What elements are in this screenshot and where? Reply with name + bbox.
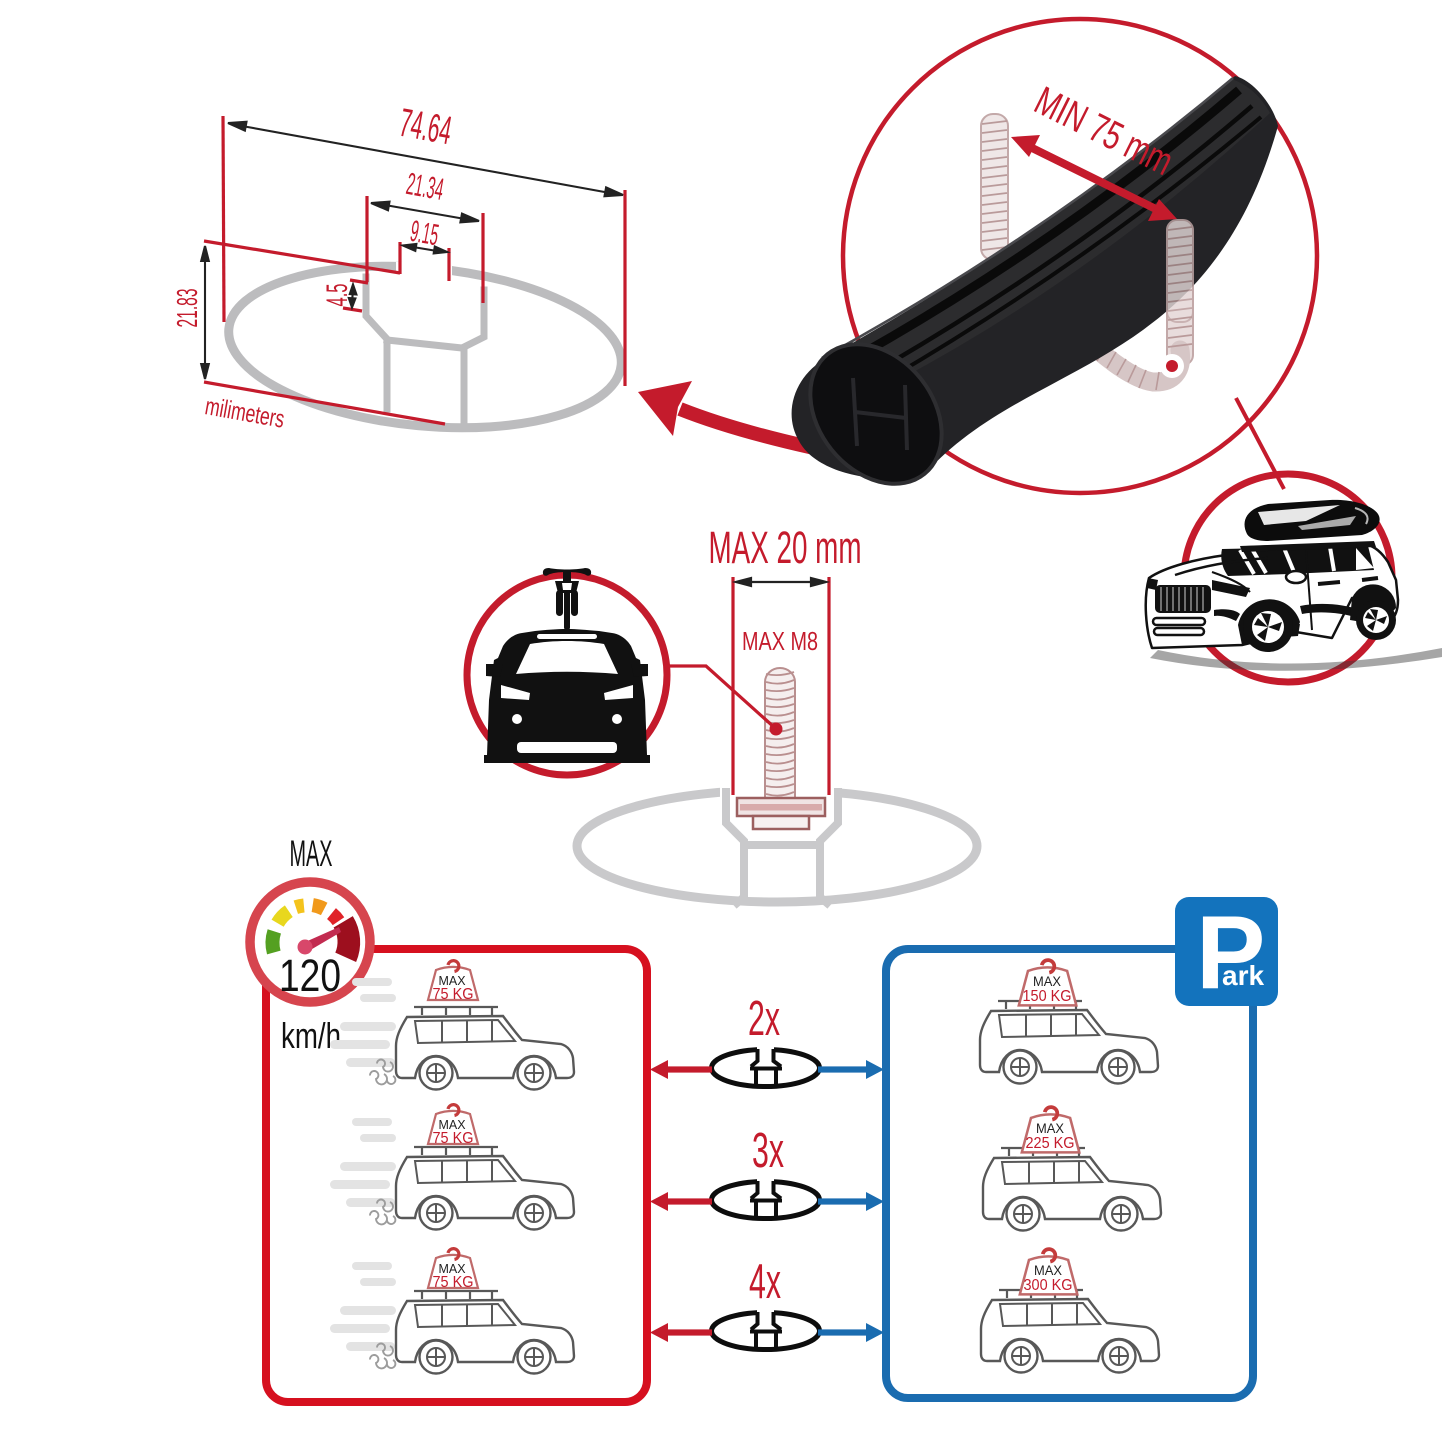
svg-text:21.34: 21.34 <box>404 166 447 207</box>
svg-text:3x: 3x <box>752 1124 784 1178</box>
svg-text:120: 120 <box>279 950 341 1001</box>
svg-text:MAX: MAX <box>1033 974 1061 989</box>
svg-text:MAX M8: MAX M8 <box>742 626 818 656</box>
svg-text:MAX: MAX <box>1036 1121 1064 1136</box>
svg-text:75 KG: 75 KG <box>433 1130 474 1147</box>
svg-text:MAX 20 mm: MAX 20 mm <box>709 522 862 573</box>
svg-text:2x: 2x <box>748 992 780 1046</box>
svg-text:MAX: MAX <box>290 833 333 874</box>
svg-text:300 KG: 300 KG <box>1024 1277 1073 1294</box>
svg-text:MAX: MAX <box>1034 1263 1062 1278</box>
svg-text:21.83: 21.83 <box>172 289 204 328</box>
svg-text:4.5: 4.5 <box>321 284 354 307</box>
svg-text:P: P <box>1196 895 1265 1011</box>
svg-text:150 KG: 150 KG <box>1023 988 1072 1005</box>
svg-text:ark: ark <box>1222 960 1264 991</box>
svg-text:MAX: MAX <box>439 973 466 988</box>
svg-text:MAX: MAX <box>439 1261 466 1276</box>
svg-text:225 KG: 225 KG <box>1026 1135 1075 1152</box>
svg-text:MAX: MAX <box>439 1117 466 1132</box>
svg-text:km/h: km/h <box>281 1015 341 1056</box>
svg-text:4x: 4x <box>749 1255 781 1309</box>
svg-text:74.64: 74.64 <box>396 101 455 154</box>
svg-text:9.15: 9.15 <box>408 215 441 252</box>
svg-text:75 KG: 75 KG <box>433 986 474 1003</box>
svg-text:75 KG: 75 KG <box>433 1274 474 1291</box>
